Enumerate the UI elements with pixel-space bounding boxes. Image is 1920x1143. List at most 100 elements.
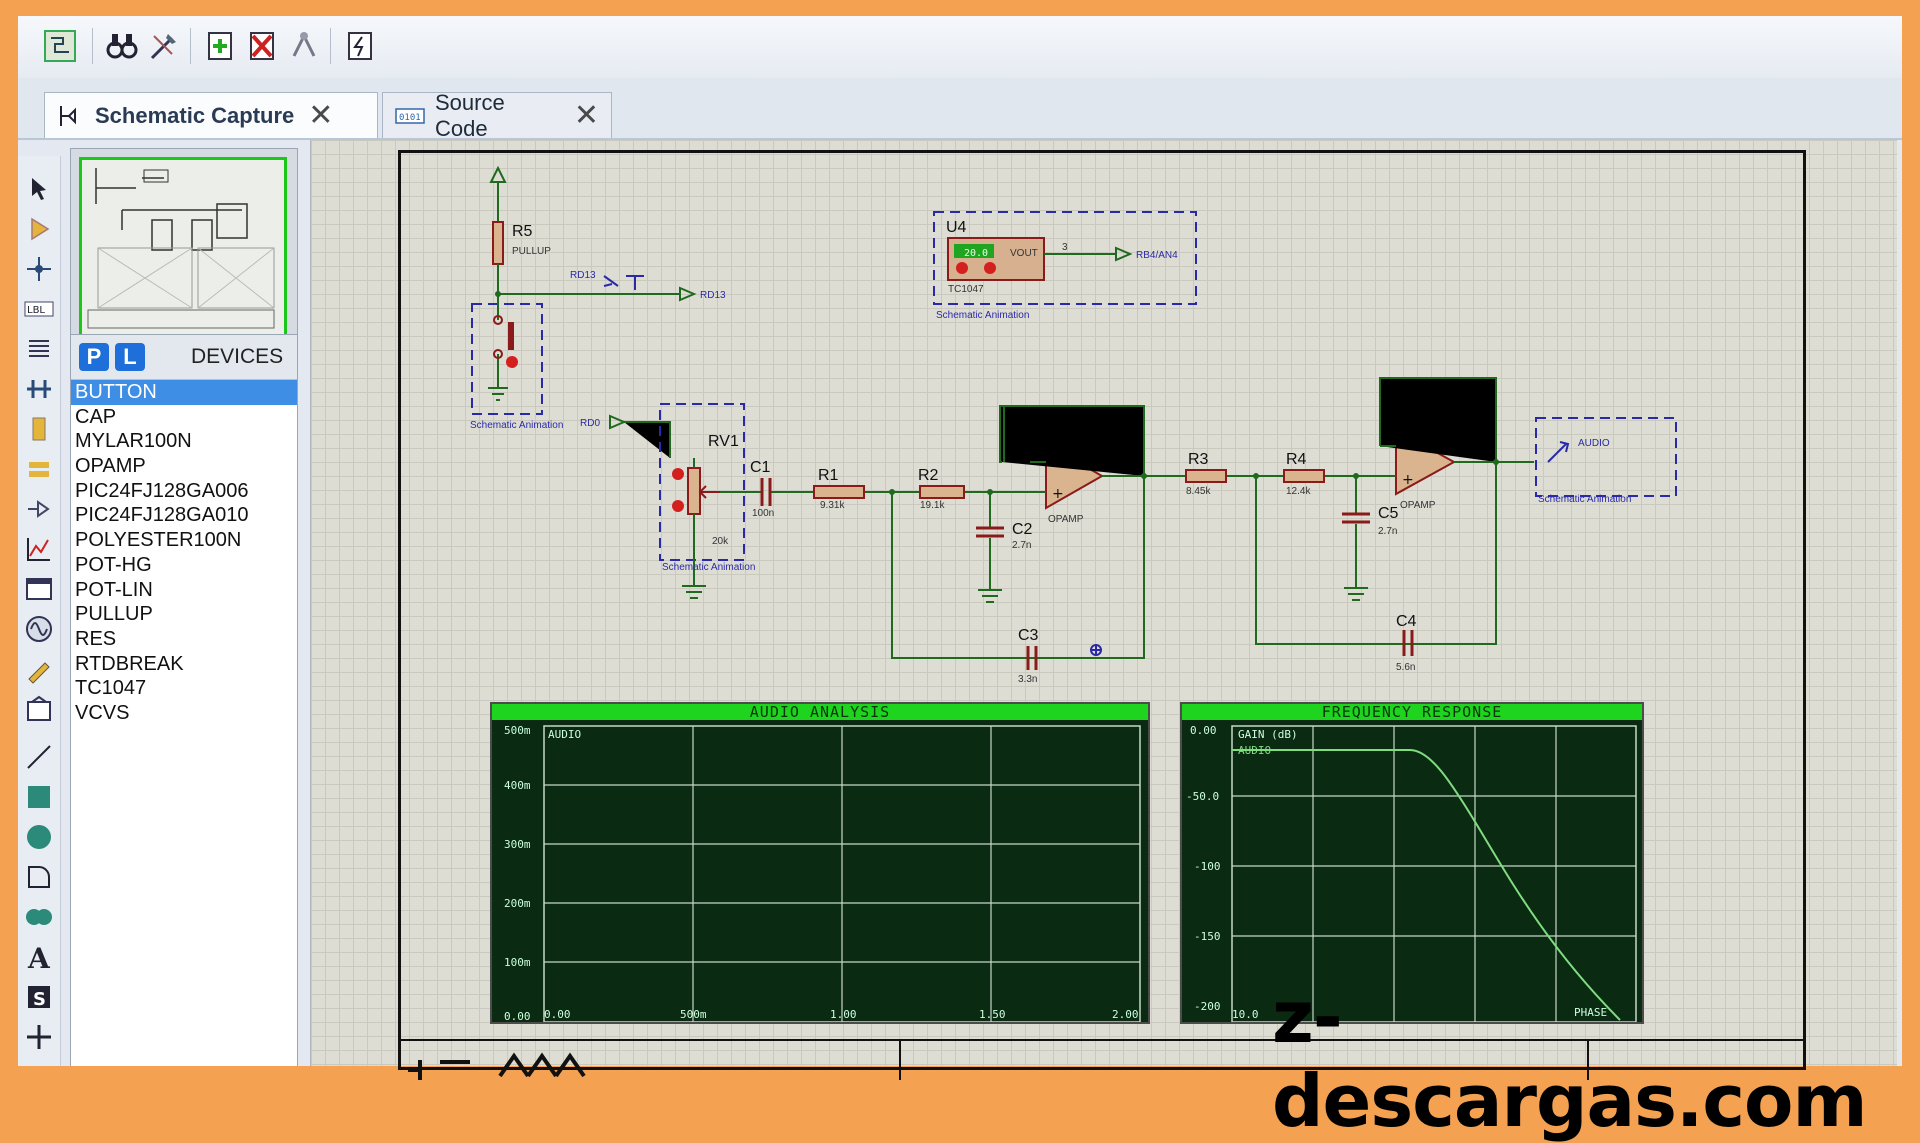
rd13-label-b: RD13: [700, 290, 726, 301]
rd13-label-a: RD13: [570, 270, 596, 281]
tab-source-code[interactable]: 0101 Source Code ✕: [382, 90, 612, 141]
list-item[interactable]: POT-LIN: [75, 578, 153, 601]
pick-devices-button[interactable]: P: [79, 343, 109, 371]
c1-capacitor[interactable]: C1 100n: [750, 459, 774, 519]
gain-axis-label: GAIN (dB): [1238, 728, 1298, 741]
gain-trace: [1232, 749, 1621, 1021]
x-tick: 2.00: [1112, 1008, 1139, 1021]
list-item[interactable]: CAP: [75, 405, 117, 428]
c5-ref: C5: [1378, 505, 1399, 522]
freq-x-axis: 10.0: [1232, 1008, 1259, 1021]
arc-tool-icon[interactable]: [22, 860, 56, 894]
svg-text:+: +: [1402, 472, 1414, 488]
text-script-icon[interactable]: [22, 332, 56, 366]
overview-window[interactable]: [70, 148, 298, 350]
voltage-probe-icon[interactable]: [22, 652, 56, 686]
list-item[interactable]: RES: [75, 627, 117, 650]
c3-capacitor[interactable]: C3 3.3n: [1018, 627, 1039, 685]
symbol-tool-icon[interactable]: S: [22, 980, 56, 1014]
tab-schematic-capture[interactable]: Schematic Capture ✕: [44, 92, 378, 138]
c3-ref: C3: [1018, 627, 1039, 644]
list-item[interactable]: MYLAR100N: [75, 430, 192, 453]
frequency-graph-plot: GAIN (dB) AUDIO PHASE 0.00 -50.0 -100 -1…: [1186, 724, 1637, 1022]
circle-tool-icon[interactable]: [22, 820, 56, 854]
sheet-border: [398, 150, 1806, 1070]
virtual-instruments-icon[interactable]: [22, 692, 56, 726]
c4-capacitor[interactable]: C4 5.6n: [1396, 613, 1417, 673]
button-component[interactable]: Schematic Animation: [470, 296, 563, 431]
binoculars-icon[interactable]: [100, 24, 144, 68]
path-tool-icon[interactable]: [22, 900, 56, 934]
close-icon[interactable]: ✕: [573, 99, 599, 132]
tools-icon[interactable]: [142, 24, 186, 68]
schematic-icon[interactable]: [38, 24, 82, 68]
text-tool-icon[interactable]: A: [22, 940, 56, 974]
list-item[interactable]: PIC24FJ128GA006: [75, 479, 249, 502]
audio-anim-label: Schematic Animation: [1538, 494, 1631, 505]
c2-value: 2.7n: [1012, 540, 1031, 551]
list-item[interactable]: PIC24FJ128GA010: [75, 504, 249, 527]
phase-label: PHASE: [1574, 1006, 1607, 1019]
y-tick: -100: [1194, 860, 1221, 873]
list-item[interactable]: OPAMP: [75, 455, 146, 478]
r3-value: 8.45k: [1186, 486, 1211, 497]
buses-icon[interactable]: [22, 372, 56, 406]
list-item[interactable]: VCVS: [75, 701, 130, 724]
list-item[interactable]: POLYESTER100N: [75, 529, 242, 552]
subcircuit-icon[interactable]: [22, 412, 56, 446]
u2-value: OPAMP: [1400, 500, 1436, 511]
delete-sheet-icon[interactable]: [240, 24, 284, 68]
schematic-drawing: R5 PULLUP RD13 RD13 Schematic Animation …: [398, 165, 1806, 1080]
c4-ref: C4: [1396, 613, 1417, 630]
list-item[interactable]: POT-HG: [75, 553, 152, 576]
hierarchy-icon[interactable]: [282, 24, 326, 68]
y-tick: 200m: [504, 897, 531, 910]
c2-capacitor[interactable]: C2 2.7n: [976, 521, 1033, 551]
tape-recorder-icon[interactable]: [22, 572, 56, 606]
box-tool-icon[interactable]: [22, 780, 56, 814]
wire-label-icon[interactable]: LBL: [22, 292, 56, 326]
add-sheet-icon[interactable]: [198, 24, 242, 68]
component-mode-icon[interactable]: [22, 212, 56, 246]
r5-pullup-group[interactable]: R5 PULLUP: [489, 165, 680, 297]
c5-value: 2.7n: [1378, 526, 1397, 537]
frequency-response-graph[interactable]: FREQUENCY RESPONSE GAIN (dB) AUDIO PHASE…: [1180, 702, 1644, 1024]
library-manager-button[interactable]: L: [115, 343, 145, 371]
generator-icon[interactable]: [22, 612, 56, 646]
c2-ref: C2: [1012, 521, 1033, 538]
list-item[interactable]: RTDBREAK: [75, 652, 184, 675]
u4-net-label: RB4/AN4: [1136, 250, 1178, 261]
y-tick: 0.00: [504, 1010, 531, 1022]
device-panel-title: DEVICES: [191, 345, 284, 368]
list-item[interactable]: TC1047: [75, 677, 147, 700]
rv1-potentiometer[interactable]: RV1 20k Schematic Animation: [659, 403, 755, 599]
r4-ref: R4: [1286, 451, 1307, 468]
selection-mode-icon[interactable]: [22, 172, 56, 206]
u4-temperature-sensor[interactable]: U4 20.0 VOUT 3 RB4/AN4 TC1047 Schematic …: [933, 211, 1197, 321]
rv1-ref: RV1: [708, 433, 739, 450]
r4-resistor[interactable]: R4 12.4k: [1283, 451, 1325, 497]
line-tool-icon[interactable]: [22, 740, 56, 774]
audio-analysis-graph[interactable]: AUDIO ANALYSIS AUDIO 500m 400m 300m 200m…: [490, 702, 1150, 1024]
graph-title: AUDIO ANALYSIS: [492, 704, 1148, 720]
c5-capacitor[interactable]: C5 2.7n: [1342, 505, 1399, 537]
graph-mode-icon[interactable]: [22, 532, 56, 566]
marker-tool-icon[interactable]: [22, 1020, 56, 1054]
list-item[interactable]: BUTTON: [71, 380, 297, 405]
r1-resistor[interactable]: R1 9.31k: [813, 467, 865, 511]
y-tick: 500m: [504, 724, 531, 737]
r3-resistor[interactable]: R3 8.45k: [1185, 451, 1227, 497]
audio-probe[interactable]: AUDIO Schematic Animation: [1535, 417, 1677, 505]
device-selector: P L DEVICES BUTTON CAP MYLAR100N OPAMP P…: [70, 334, 298, 1066]
netlist-icon[interactable]: [338, 24, 382, 68]
device-pins-icon[interactable]: [22, 492, 56, 526]
list-item[interactable]: PULLUP: [75, 603, 153, 626]
junction-dot-icon[interactable]: [22, 252, 56, 286]
svg-text:0101: 0101: [399, 113, 421, 123]
r2-value: 19.1k: [920, 500, 945, 511]
terminals-icon[interactable]: [22, 452, 56, 486]
r4-value: 12.4k: [1286, 486, 1311, 497]
rd0-label: RD0: [580, 418, 600, 429]
close-icon[interactable]: ✕: [308, 99, 334, 132]
r2-resistor[interactable]: R2 19.1k: [918, 467, 965, 511]
